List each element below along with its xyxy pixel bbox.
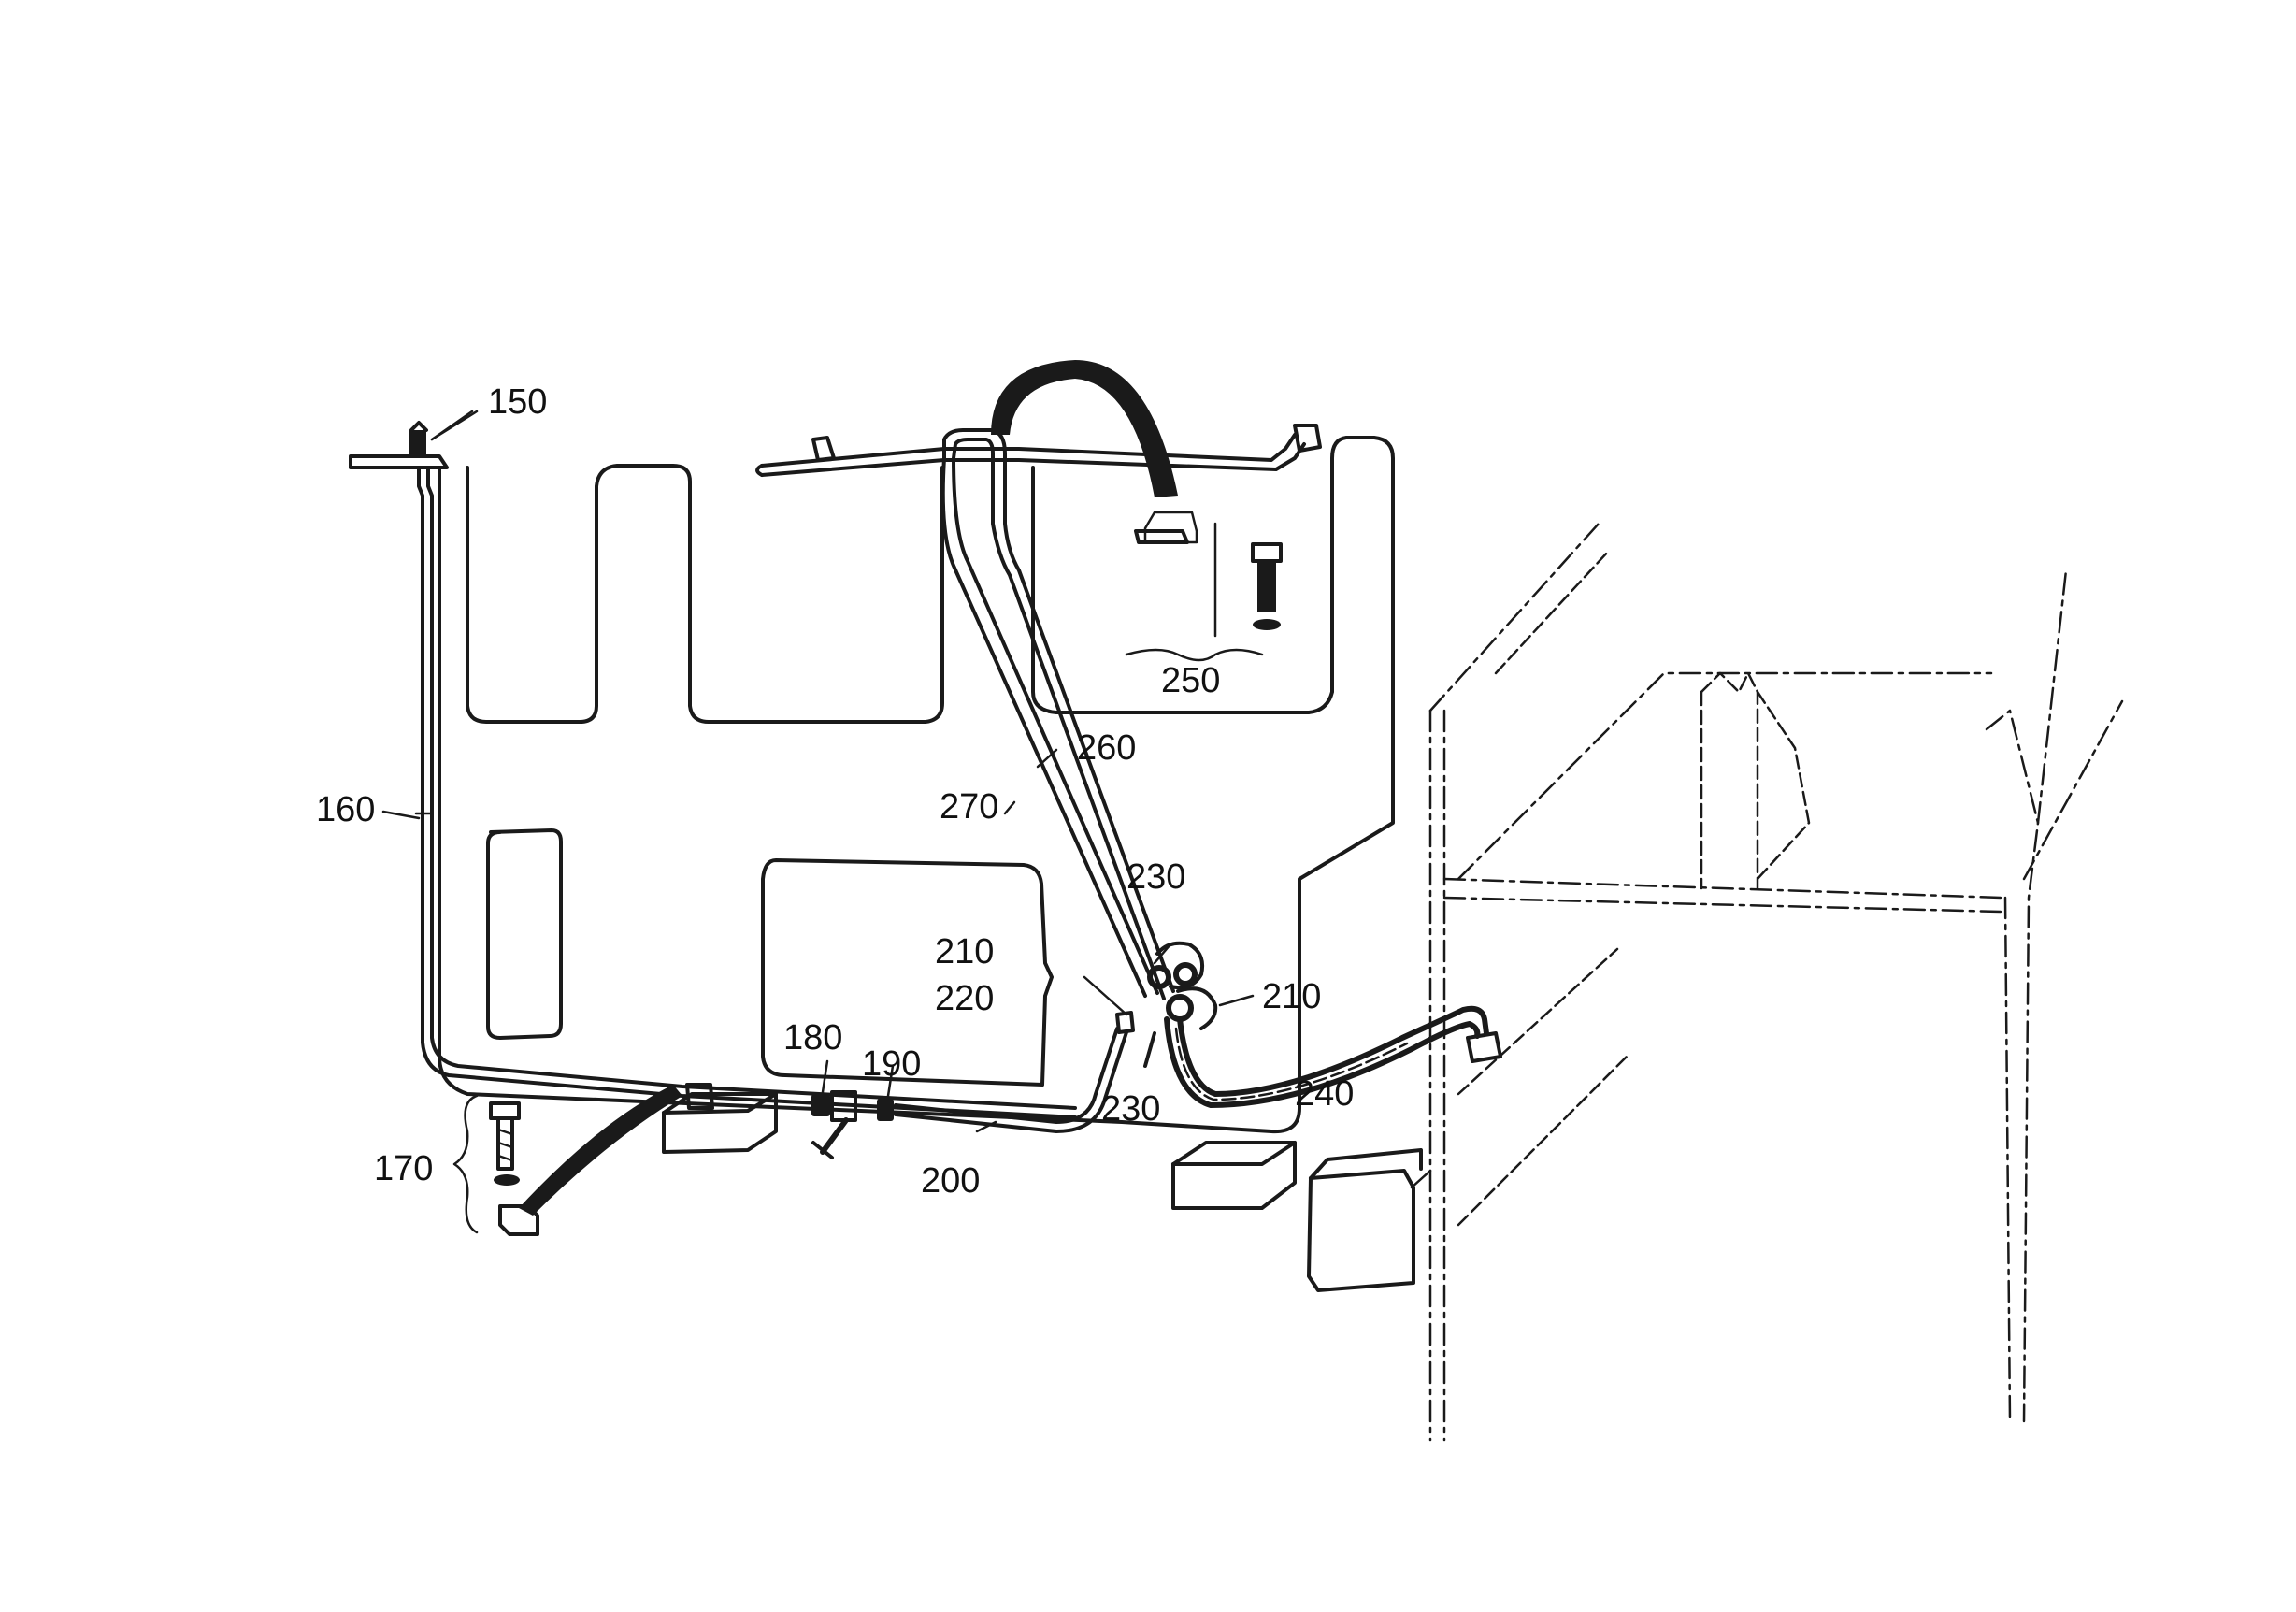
clamp-bolt-250 xyxy=(991,360,1283,662)
callout-210-right: 210 xyxy=(1262,977,1321,1016)
pipe-160 xyxy=(414,466,1077,1119)
leader-lines xyxy=(381,410,1255,1133)
callout-230-upper: 230 xyxy=(1126,857,1185,897)
engine-frame-outline xyxy=(1307,522,2124,1442)
callout-170: 170 xyxy=(374,1149,433,1188)
callout-260: 260 xyxy=(1077,728,1136,768)
callout-210-upper: 210 xyxy=(935,932,994,972)
bolt-clamp-170 xyxy=(452,1083,714,1236)
callout-230-lower: 230 xyxy=(1101,1089,1160,1129)
callout-180: 180 xyxy=(783,1018,842,1058)
callout-240: 240 xyxy=(1295,1074,1354,1114)
callout-220: 220 xyxy=(935,979,994,1018)
bulkhead-panel xyxy=(438,436,1395,1210)
drain-valve-180-190 xyxy=(811,1027,1128,1159)
callout-160: 160 xyxy=(316,790,375,829)
callout-200: 200 xyxy=(921,1161,980,1201)
callout-190: 190 xyxy=(862,1044,921,1084)
callout-150: 150 xyxy=(488,382,547,422)
callout-270: 270 xyxy=(940,787,998,827)
callout-250: 250 xyxy=(1161,661,1220,700)
callout-labels: 150 160 170 180 190 200 210 220 210 230 … xyxy=(316,382,1354,1201)
filler-cap-fitting xyxy=(349,410,479,469)
fittings-hose-240 xyxy=(1115,941,1502,1108)
